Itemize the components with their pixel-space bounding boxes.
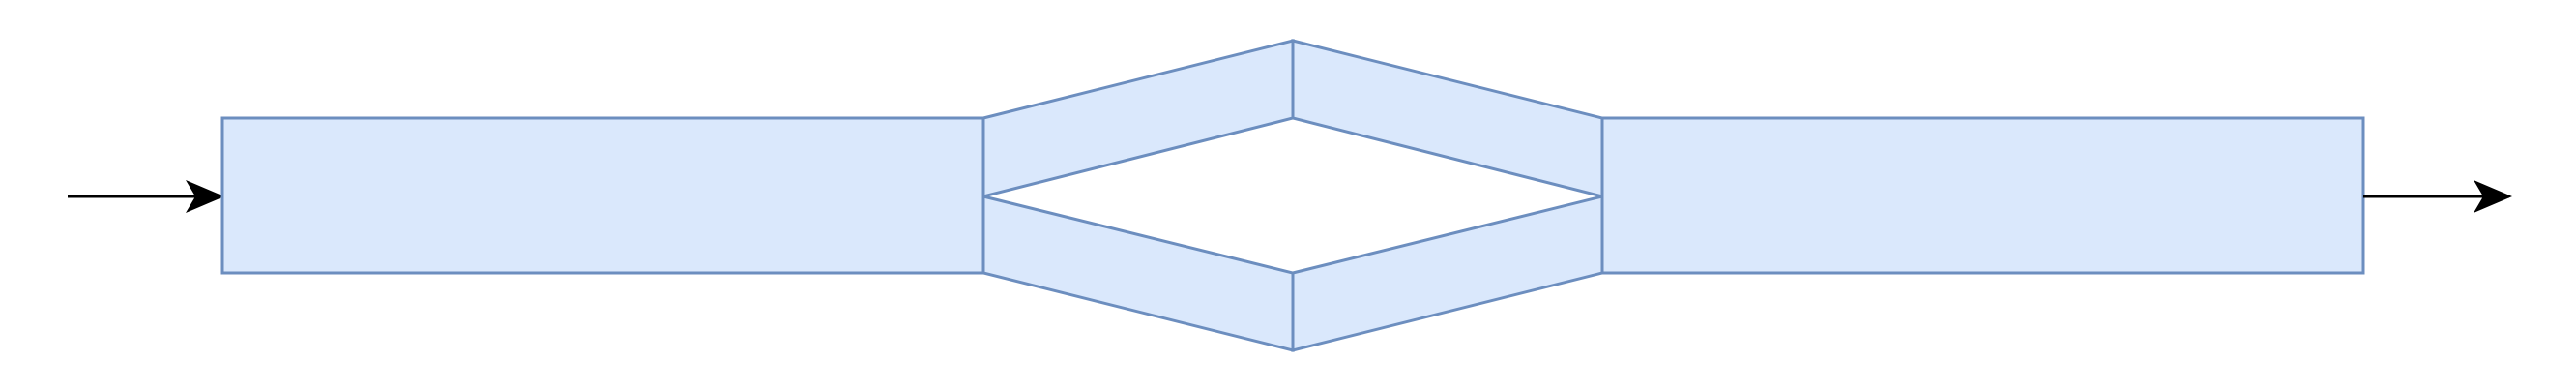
upper-branch-right — [1291, 39, 1604, 198]
lower-branch-left — [981, 195, 1295, 352]
input-block — [220, 116, 985, 275]
lower-branch-right — [1291, 195, 1604, 352]
upper-branch-left — [981, 39, 1295, 198]
output-block — [1600, 116, 2365, 275]
